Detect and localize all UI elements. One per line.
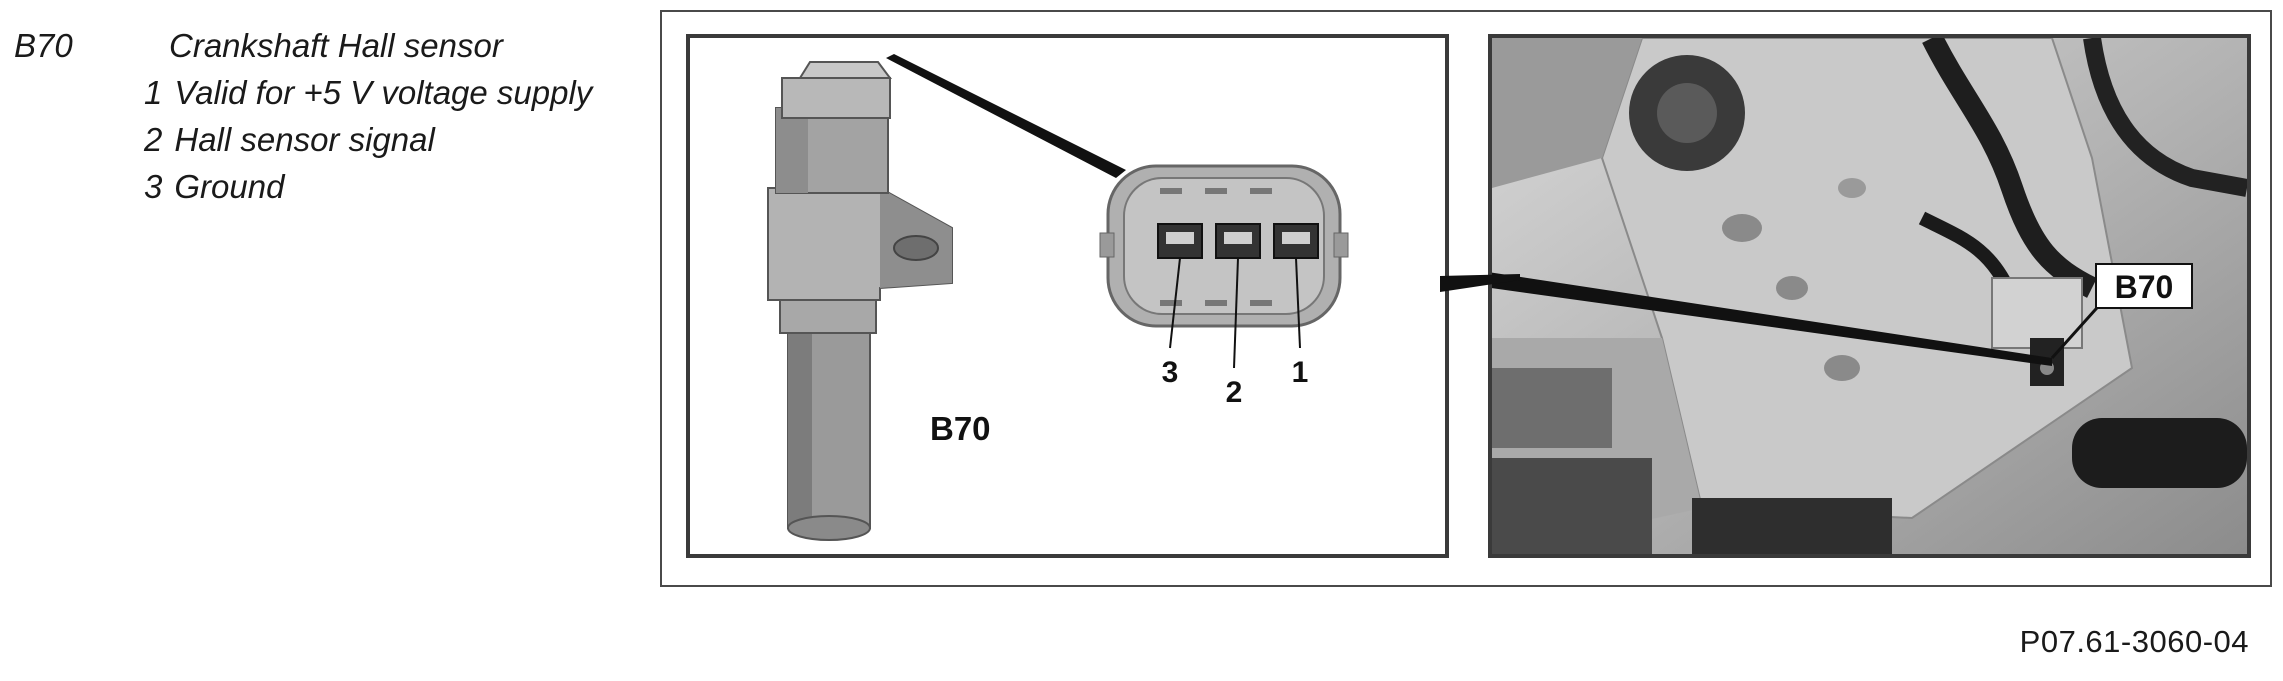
photo-label: B70 <box>2115 269 2174 305</box>
legend-pin-text: Valid for +5 V voltage supply <box>174 74 593 111</box>
sensor-label: B70 <box>930 410 991 447</box>
figure-reference-id: P07.61-3060-04 <box>2019 624 2249 659</box>
leader-line <box>886 54 1126 178</box>
pin-label-1: 1 <box>1292 356 1309 389</box>
pin-leader-1 <box>1295 257 1301 349</box>
pin-leader-3 <box>1169 257 1181 349</box>
panel-pointer-bridge <box>1440 274 1520 292</box>
crankshaft-sensor-drawing <box>767 61 953 541</box>
photo-pointer-line <box>1492 272 2052 366</box>
installation-photo-panel: B70 <box>1488 34 2251 558</box>
pin-label-2: 2 <box>1226 376 1243 409</box>
legend-pin-text: Hall sensor signal <box>174 121 435 158</box>
sensor-illustration: 3 2 1 B70 <box>767 54 1349 541</box>
figure-frame <box>660 10 2272 587</box>
pin-label-3: 3 <box>1162 356 1179 389</box>
legend-pin-item: 3 Ground <box>144 163 604 210</box>
photo-label-leader <box>2050 298 2106 360</box>
legend-pin-number: 1 <box>144 74 163 111</box>
legend-pin-list: 1 Valid for +5 V voltage supply 2 Hall sen… <box>144 69 604 210</box>
legend-component-code: B70 <box>14 27 73 64</box>
pin-leader-2 <box>1233 257 1239 369</box>
legend-pin-number: 2 <box>144 121 163 158</box>
connector-face-drawing <box>1099 164 1349 328</box>
legend-component-title: Crankshaft Hall sensor <box>169 27 503 64</box>
legend-pin-item: 1 Valid for +5 V voltage supply <box>144 69 604 116</box>
engine-photo: B70 <box>1492 38 2247 554</box>
photo-label-box <box>2095 263 2193 309</box>
legend-pin-number: 3 <box>144 168 163 205</box>
sensor-illustration-panel: 3 2 1 B70 <box>686 34 1449 558</box>
legend-pin-text: Ground <box>174 168 285 205</box>
legend-pin-item: 2 Hall sensor signal <box>144 116 604 163</box>
